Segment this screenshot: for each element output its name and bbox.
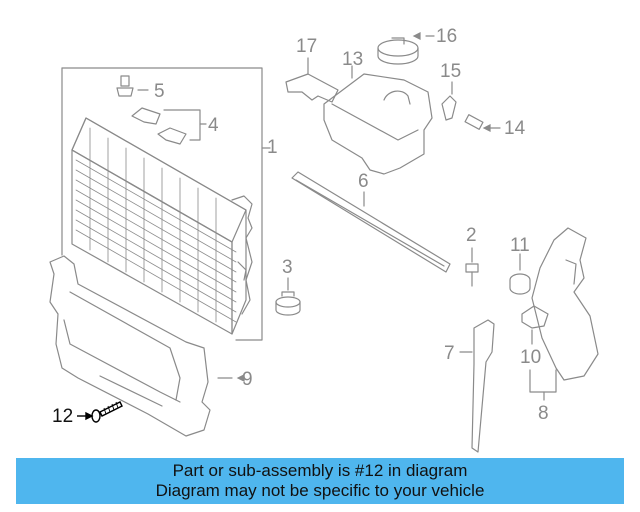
banner-line-1: Part or sub-assembly is #12 in diagram xyxy=(172,461,468,480)
info-banner: Part or sub-assembly is #12 in diagram D… xyxy=(16,458,624,504)
part-9-shroud xyxy=(49,255,233,437)
callout-5: 5 xyxy=(154,81,165,102)
callout-4: 4 xyxy=(208,115,219,136)
callout-10: 10 xyxy=(520,347,542,368)
part-6-seal xyxy=(291,171,451,273)
callout-9: 9 xyxy=(242,369,253,390)
callout-6: 6 xyxy=(358,171,369,192)
part-11-nut xyxy=(509,253,531,295)
callout-11: 11 xyxy=(510,235,530,256)
radiator-bracket-line xyxy=(61,67,271,341)
part-2-bolt xyxy=(465,247,479,287)
callout-12: 12 xyxy=(52,406,74,427)
part-17-bracket xyxy=(285,57,339,103)
callout-1: 1 xyxy=(267,137,278,158)
part-12-screw xyxy=(91,401,123,423)
part-8-duct xyxy=(529,227,599,401)
banner-line-2: Diagram may not be specific to your vehi… xyxy=(155,481,485,500)
callout-13: 13 xyxy=(342,49,364,70)
part-14-plug xyxy=(464,114,501,130)
part-13-tank xyxy=(323,65,433,175)
callout-arrows xyxy=(236,32,491,382)
callout-2: 2 xyxy=(466,225,477,246)
callout-14: 14 xyxy=(504,118,526,139)
callout-7: 7 xyxy=(444,343,455,364)
callout-8: 8 xyxy=(538,403,549,424)
part-16-cap xyxy=(377,35,435,65)
part-7-seal xyxy=(459,319,495,453)
part-15-sensor xyxy=(441,81,457,121)
callout-16: 16 xyxy=(436,26,458,47)
part-3-grommet xyxy=(275,277,301,316)
callout-3: 3 xyxy=(282,257,293,278)
callout-15: 15 xyxy=(440,61,462,82)
radiator xyxy=(71,117,253,335)
callout-17: 17 xyxy=(296,36,318,57)
part-4-clips xyxy=(131,107,207,145)
part-12-arrow xyxy=(77,411,94,421)
part-5-bolt xyxy=(116,75,149,97)
